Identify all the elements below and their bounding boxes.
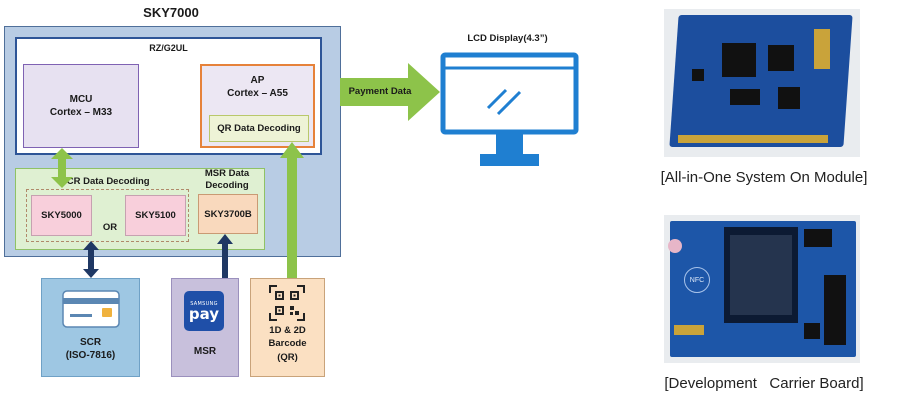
rzg2ul-title: RZ/G2UL: [149, 43, 188, 53]
monitor-icon: [440, 52, 579, 166]
carrier-board-image: NFC: [664, 215, 860, 363]
msr-label: MSR: [193, 346, 217, 357]
chip-options-group: [26, 189, 189, 242]
samsung-pay-logo-big: pay: [188, 304, 220, 323]
or-label: OR: [102, 222, 118, 233]
barcode-input-box: [250, 278, 325, 377]
scr-label: SCR: [79, 337, 102, 348]
barcode-label-1: 1D & 2D: [269, 325, 306, 336]
diagram-title: SKY7000: [143, 5, 199, 20]
sky3700b-chip: SKY3700B: [198, 194, 258, 234]
sky5000-chip: SKY5000: [31, 195, 92, 236]
qr-up-arrow: [280, 142, 304, 278]
barcode-label-2: Barcode: [268, 338, 307, 349]
credit-card-icon: [62, 290, 120, 328]
scr-up-arrow: [83, 241, 99, 278]
samsung-pay-logo: SAMSUNG pay: [184, 291, 224, 331]
mcu-core-label: Cortex – M33: [49, 107, 113, 118]
payment-data-arrow: [340, 63, 440, 121]
nfc-badge: NFC: [684, 267, 710, 293]
qr-data-decoding-box: QR Data Decoding: [209, 115, 309, 142]
barcode-label-3: (QR): [277, 352, 298, 363]
sky5100-label: SKY5100: [135, 210, 176, 221]
mcu-box: MCU Cortex – M33: [23, 64, 139, 148]
msr-up-arrow: [217, 234, 233, 278]
qr-code-icon: [269, 285, 305, 321]
nfc-label: NFC: [689, 276, 705, 284]
mcu-label: MCU: [69, 94, 93, 105]
sky5100-chip: SKY5100: [125, 195, 186, 236]
sky3700b-label: SKY3700B: [204, 208, 252, 220]
scr-standard-label: (ISO-7816): [65, 350, 116, 361]
carrier-caption: [Development Carrier Board]: [664, 375, 864, 392]
mcu-decoding-arrow: [51, 148, 73, 188]
msr-decoding-title-1: MSR Data: [204, 168, 250, 179]
som-caption: [All-in-One System On Module]: [660, 169, 868, 186]
payment-data-label: Payment Data: [348, 86, 412, 97]
scr-decoding-title: SCR Data Decoding: [60, 176, 150, 187]
lcd-title: LCD Display(4.3”): [467, 33, 548, 44]
samsung-pay-logo-small: SAMSUNG: [190, 300, 218, 307]
som-board-image: [664, 9, 860, 157]
msr-decoding-title-2: Decoding: [205, 180, 249, 191]
ap-label: AP: [250, 75, 265, 86]
sky5000-label: SKY5000: [41, 210, 82, 221]
qr-data-decoding-label: QR Data Decoding: [217, 123, 301, 134]
ap-core-label: Cortex – A55: [227, 88, 288, 99]
